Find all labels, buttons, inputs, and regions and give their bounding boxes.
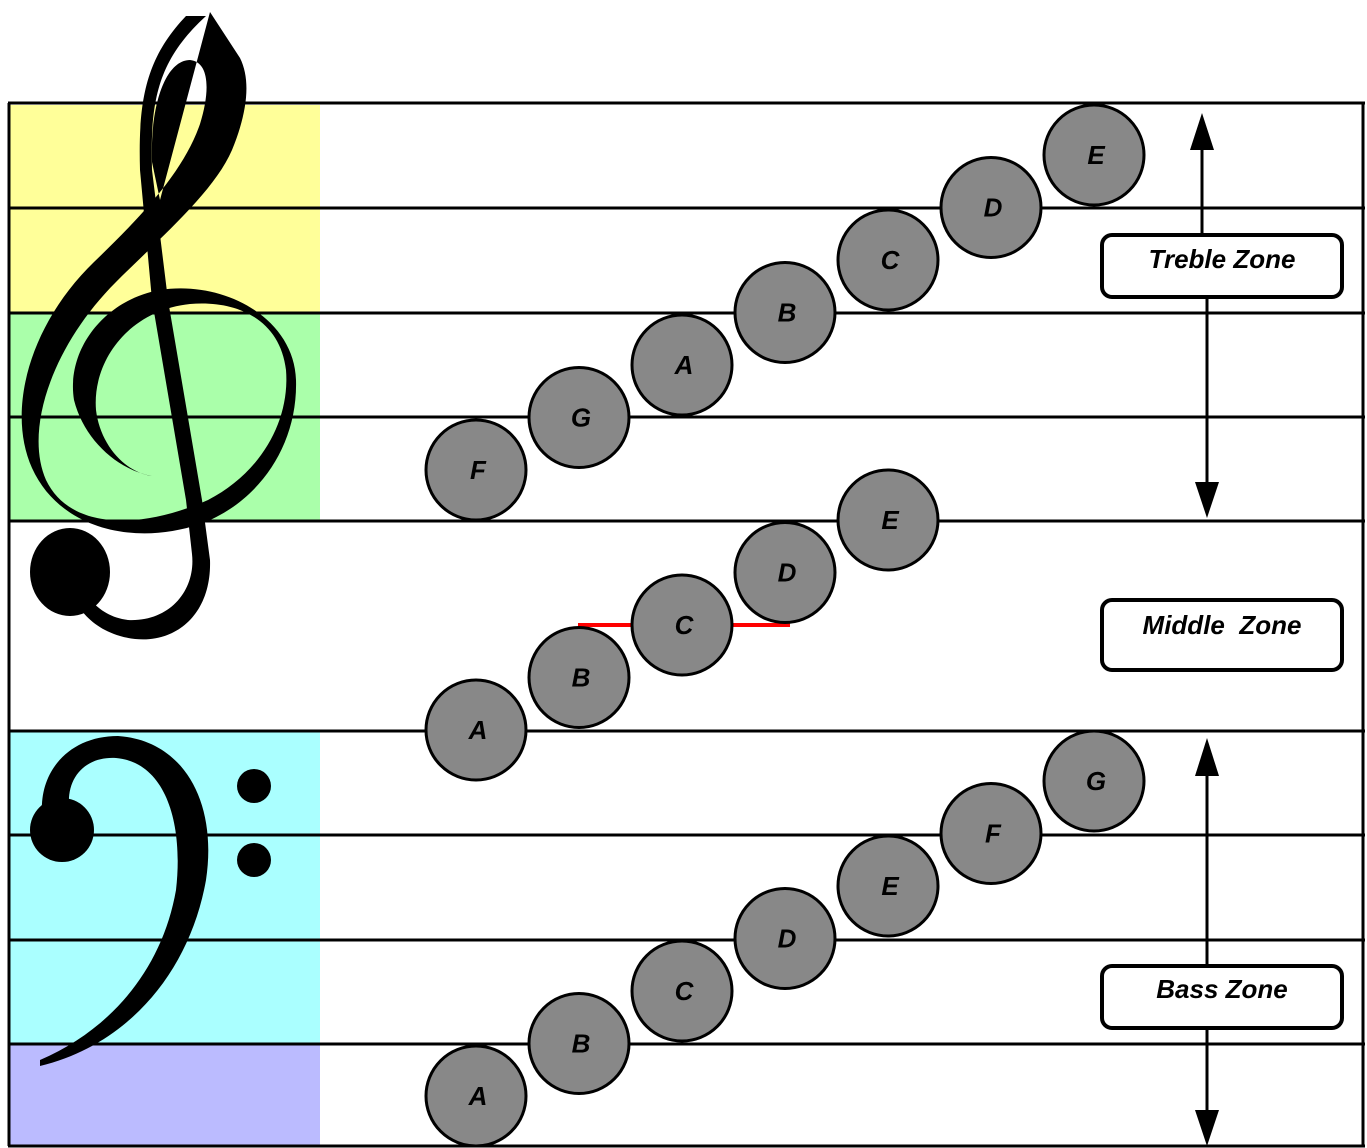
note-bass-e: E [836,834,940,938]
note-label: B [778,298,797,328]
note-treble-g: G [527,366,631,469]
treble-zone-arrow [1190,113,1219,518]
note-middle-b: B [527,626,631,729]
note-label: E [1087,140,1105,170]
note-circle [733,887,837,990]
note-circle [1042,103,1146,207]
note-label: B [572,663,591,693]
note-bass-b: B [527,992,631,1095]
note-circle [939,782,1043,885]
bass-clef-icon [30,736,271,1066]
bass-zone-label: Bass Zone [1156,974,1288,1004]
note-bass-c: C [630,939,734,1043]
note-label: F [470,455,487,485]
note-bass-d: D [733,887,837,990]
note-treble-c: C [836,208,940,312]
note-circle [424,418,528,522]
note-middle-e: E [836,468,940,572]
note-treble-a: A [630,313,734,417]
note-label: D [984,193,1003,223]
note-circle [733,261,837,364]
note-circle [527,626,631,729]
note-circle [836,208,940,312]
note-circle [630,939,734,1043]
treble-notes: F G A B C D E [424,103,1146,522]
treble-zone-label: Treble Zone [1149,244,1296,274]
staff-lines [7,101,1365,1148]
note-label: A [674,350,694,380]
note-label: F [985,819,1002,849]
note-middle-c: C [630,573,734,677]
bass-lower-band [10,1044,320,1146]
note-label: C [881,245,901,275]
note-label: E [881,505,899,535]
note-circle [527,992,631,1095]
note-label: G [1086,766,1106,796]
bass-zone-arrow [1195,738,1219,1146]
treble-zone-label-box: Treble Zone [1100,233,1344,299]
note-circle [836,834,940,938]
middle-zone-label: Middle Zone [1143,610,1302,640]
note-circle [836,468,940,572]
note-treble-b: B [733,261,837,364]
note-circle [630,573,734,677]
note-bass-f: F [939,782,1043,885]
note-label: A [468,715,488,745]
note-label: D [778,924,797,954]
note-middle-d: D [733,521,837,624]
note-treble-f: F [424,418,528,522]
note-label: D [778,558,797,588]
note-circle [424,1044,528,1148]
treble-clef-icon [21,12,297,640]
note-label: E [881,871,899,901]
note-circle [630,313,734,417]
note-bass-g: G [1042,729,1146,833]
note-label: G [571,403,591,433]
middle-notes: A B C D E [424,468,940,782]
note-label: B [572,1029,591,1059]
note-circle [527,366,631,469]
note-label: C [675,976,695,1006]
note-circle [939,156,1043,259]
note-bass-a: A [424,1044,528,1148]
bass-zone-label-box: Bass Zone [1100,964,1344,1030]
note-treble-d: D [939,156,1043,259]
note-circle [1042,729,1146,833]
bass-notes: A B C D E F G [424,729,1146,1148]
note-circle [424,678,528,782]
note-label: C [675,610,695,640]
note-label: A [468,1081,488,1111]
note-treble-e: E [1042,103,1146,207]
middle-zone-label-box: Middle Zone [1100,598,1344,672]
note-circle [733,521,837,624]
note-middle-a: A [424,678,528,782]
